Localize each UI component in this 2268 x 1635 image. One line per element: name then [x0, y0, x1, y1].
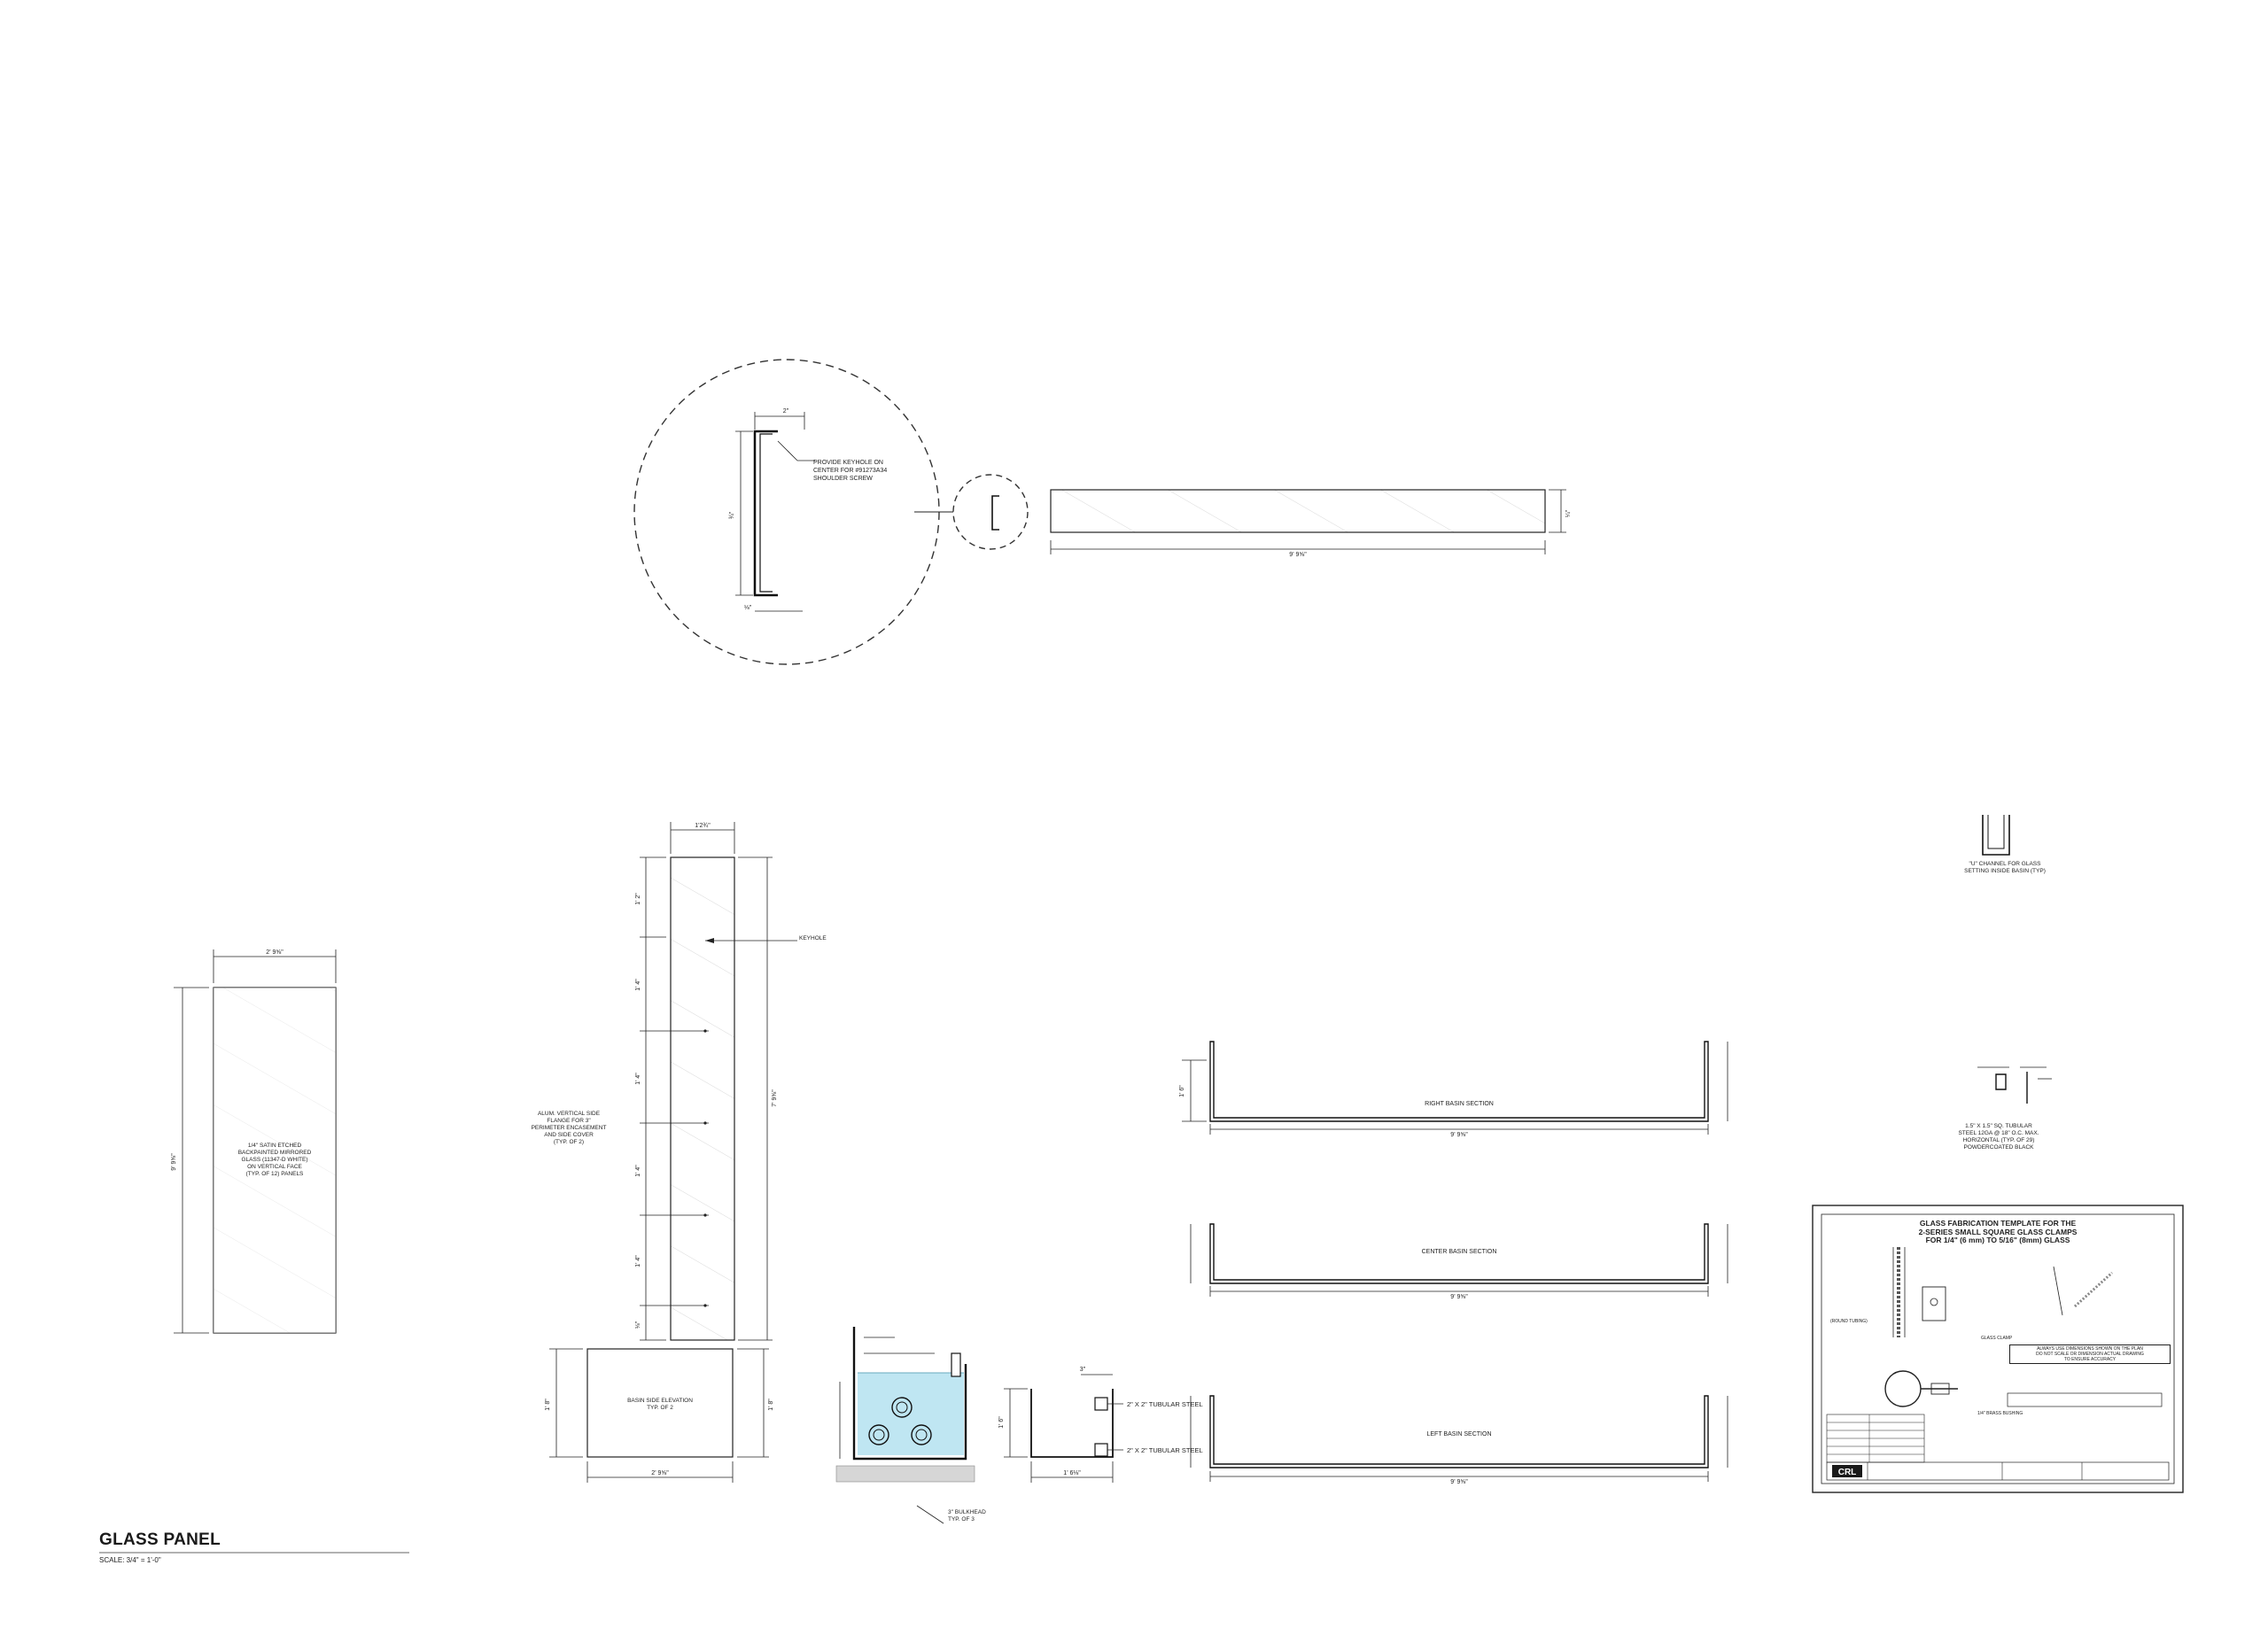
glass-panel-rect: [213, 987, 337, 1334]
dim-tall-seg-5: 1' 4": [635, 1255, 641, 1267]
tube-square: [1094, 1443, 1108, 1457]
detail-circle: [633, 359, 940, 665]
dim-right-basin-w: 9' 9⅝": [1450, 1132, 1468, 1138]
left-basin-section: 9' 9⅝": [1190, 1395, 1728, 1485]
inset-outer-frame: [1812, 1205, 2184, 1493]
fabrication-template-inset: CRL GLASS CLAMP 1/4" BRASS BUSHING (ROUN…: [1812, 1205, 2184, 1493]
dim-center-basin-w: 9' 9⅝": [1450, 1294, 1468, 1300]
dim-keyhole-top: 2": [783, 408, 789, 415]
inset-title: GLASS FABRICATION TEMPLATE FOR THE 2-SER…: [1918, 1219, 2078, 1244]
tall-panel-rect: [670, 856, 735, 1341]
tubular-steel-section: 1' 6" 1' 6⅛" 3" 2" X 2" TUBULAR STEEL 2"…: [998, 1367, 1203, 1483]
dim-tall-seg-1: 1' 2": [635, 893, 641, 905]
panel-rect: [1050, 489, 1546, 533]
crl-logo: [1832, 1465, 1862, 1477]
u-channel-detail: [1982, 815, 2010, 856]
tube-circle: [891, 1397, 913, 1418]
glass-panel-elevation: 2' 9⅝" 9' 9⅝": [171, 949, 337, 1334]
dim-basin-height-left: 1' 8": [545, 1399, 551, 1411]
tube-circle: [911, 1424, 932, 1445]
basin-cross-section: [835, 1327, 975, 1524]
u-channel-shape: [1982, 815, 2010, 856]
inset-notice: ALWAYS USE DIMENSIONS SHOWN ON THE PLAN …: [2009, 1344, 2171, 1364]
center-basin-section: 9' 9⅝": [1190, 1223, 1728, 1300]
dim-tall-seg-2: 1' 4": [635, 979, 641, 991]
note-u-channel: "U" CHANNEL FOR GLASS SETTING INSIDE BAS…: [1964, 861, 2046, 874]
dim-glass-height: 9' 9⅝": [171, 1153, 177, 1171]
floor-slab: [835, 1465, 975, 1483]
detail-callout-circle: [952, 474, 1029, 550]
label-left-basin: LEFT BASIN SECTION: [1426, 1431, 1492, 1437]
tubular-detail: [1977, 1066, 2052, 1104]
dim-tall-seg-6: ⅛": [635, 1321, 641, 1329]
dim-tall-height: 7' 9⅝": [772, 1089, 778, 1107]
label-tubular-steel-1: 2" X 2" TUBULAR STEEL: [1127, 1400, 1203, 1408]
tall-panel-elevation: 1'2¾" 1' 2" 1' 4" 1' 4" 1' 4" 1' 4" ⅛" 7…: [545, 822, 797, 1483]
top-panel-plan: 9' 9⅝" ¼": [1050, 489, 1572, 558]
inset-label-glass-clamp: GLASS CLAMP: [1981, 1336, 2013, 1341]
dim-glass-width: 2' 9⅝": [266, 949, 284, 956]
dim-tall-seg-3: 1' 4": [635, 1073, 641, 1085]
dim-panel-length: 9' 9⅝": [1289, 552, 1307, 558]
label-tubular-steel-2: 2" X 2" TUBULAR STEEL: [1127, 1446, 1203, 1454]
note-bulkhead: 3" BULKHEAD TYP. OF 3: [948, 1509, 986, 1523]
dim-left-basin-w: 9' 9⅝": [1450, 1479, 1468, 1485]
dim-small-section-h: 1' 6": [998, 1416, 1005, 1429]
dim-keyhole-height: ¾": [729, 511, 735, 519]
inset-title-block: [1826, 1461, 2170, 1481]
note-basin-side-elevation: BASIN SIDE ELEVATION TYP. OF 2: [627, 1398, 693, 1411]
dim-basin-width: 2' 9⅝": [651, 1470, 669, 1476]
right-basin-section: 9' 9⅝" 1' 6": [1179, 1041, 1728, 1138]
dim-small-top: 3": [1080, 1367, 1086, 1373]
dim-basin-height-right: 1' 8": [768, 1399, 774, 1411]
sheet-scale: SCALE: 3/4" = 1'-0": [99, 1556, 161, 1564]
basin-wall: [852, 1327, 967, 1461]
note-glass: 1/4" SATIN ETCHED BACKPAINTED MIRRORED G…: [237, 1143, 312, 1177]
label-right-basin: RIGHT BASIN SECTION: [1425, 1101, 1494, 1107]
note-keyhole-detail: PROVIDE KEYHOLE ON CENTER FOR #91273A34 …: [813, 460, 888, 482]
water-fill: [858, 1373, 964, 1455]
dim-panel-thickness: ¼": [1565, 509, 1572, 517]
title-underline: [99, 1552, 409, 1554]
tube-square: [1094, 1397, 1108, 1411]
tube-circle: [868, 1424, 889, 1445]
crl-logo-text: CRL: [1838, 1468, 1857, 1477]
dim-basin-depth: 1' 6": [1179, 1085, 1185, 1097]
dim-keyhole-bottom: ⅛": [744, 605, 752, 611]
dim-tall-seg-4: 1' 4": [635, 1165, 641, 1177]
inset-label-tubing: (ROUND TUBING): [1830, 1319, 1868, 1324]
dim-tall-width: 1'2¾": [695, 823, 711, 829]
note-keyhole: KEYHOLE: [799, 935, 827, 941]
note-alum-flange: ALUM. VERTICAL SIDE FLANGE FOR 3" PERIME…: [531, 1111, 607, 1145]
inset-label-bushing: 1/4" BRASS BUSHING: [1977, 1411, 2023, 1416]
dim-small-section-w: 1' 6⅛": [1063, 1470, 1081, 1476]
basin-side-rect: [586, 1348, 734, 1458]
sheet-title: GLASS PANEL: [99, 1530, 221, 1549]
note-tubular: 1.5" X 1.5" SQ. TUBULAR STEEL 12GA @ 18"…: [1958, 1123, 2039, 1151]
keyhole-channel-profile: [753, 430, 778, 597]
label-center-basin: CENTER BASIN SECTION: [1421, 1249, 1497, 1255]
keyhole-detail: 2" ¾" ⅛": [633, 359, 1029, 665]
